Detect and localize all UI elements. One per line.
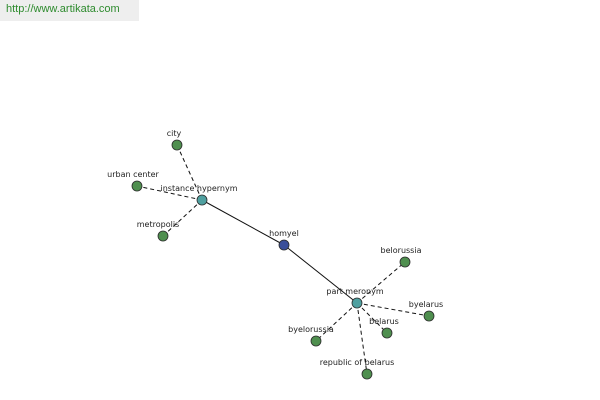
node-city[interactable]: city (167, 129, 183, 151)
node-instance-hypernym[interactable]: instance hypernym (161, 184, 238, 206)
node-circle-metropolis[interactable] (157, 230, 169, 242)
node-label-part-meronym: part meronym (326, 287, 383, 296)
node-label-belorussia: belorussia (381, 246, 422, 255)
node-belarus[interactable]: belarus (369, 317, 399, 339)
node-urban-center[interactable]: urban center (107, 170, 160, 192)
node-label-urban-center: urban center (107, 170, 159, 179)
node-circle-belorussia[interactable] (399, 256, 411, 268)
node-label-belarus: belarus (369, 317, 399, 326)
node-homyel[interactable]: homyel (269, 229, 299, 251)
edge-instance-hypernym-city (176, 144, 203, 201)
node-label-homyel: homyel (269, 229, 299, 238)
node-circle-homyel[interactable] (278, 239, 290, 251)
node-label-republic-of-belarus: republic of belarus (320, 358, 395, 367)
edge-part-meronym-belarus (356, 302, 388, 334)
node-circle-urban-center[interactable] (131, 180, 143, 192)
edge-part-meronym-byelorussia (315, 302, 358, 342)
site-url-link[interactable]: http://www.artikata.com (6, 3, 120, 15)
edge-part-meronym-belorussia (356, 261, 406, 304)
node-part-meronym[interactable]: part meronym (326, 287, 384, 309)
edge-part-meronym-byelarus (356, 302, 430, 317)
url-bar: http://www.artikata.com (0, 0, 139, 21)
node-belorussia[interactable]: belorussia (381, 246, 422, 268)
node-byelarus[interactable]: byelarus (409, 300, 443, 322)
node-label-byelorussia: byelorussia (288, 325, 334, 334)
node-byelorussia[interactable]: byelorussia (288, 325, 334, 347)
node-metropolis[interactable]: metropolis (137, 220, 179, 242)
node-circle-part-meronym[interactable] (351, 297, 363, 309)
node-circle-belarus[interactable] (381, 327, 393, 339)
node-label-city: city (167, 129, 182, 138)
node-republic-of-belarus[interactable]: republic of belarus (320, 358, 395, 380)
edge-homyel-instance-hypernym (201, 199, 285, 246)
node-label-instance-hypernym: instance hypernym (161, 184, 238, 193)
node-label-byelarus: byelarus (409, 300, 443, 309)
node-circle-byelorussia[interactable] (310, 335, 322, 347)
edge-part-meronym-republic-of-belarus (356, 302, 368, 375)
node-circle-byelarus[interactable] (423, 310, 435, 322)
node-circle-city[interactable] (171, 139, 183, 151)
node-circle-instance-hypernym[interactable] (196, 194, 208, 206)
edge-instance-hypernym-metropolis (162, 199, 203, 237)
node-circle-republic-of-belarus[interactable] (361, 368, 373, 380)
edge-homyel-part-meronym (283, 244, 358, 304)
node-label-metropolis: metropolis (137, 220, 179, 229)
